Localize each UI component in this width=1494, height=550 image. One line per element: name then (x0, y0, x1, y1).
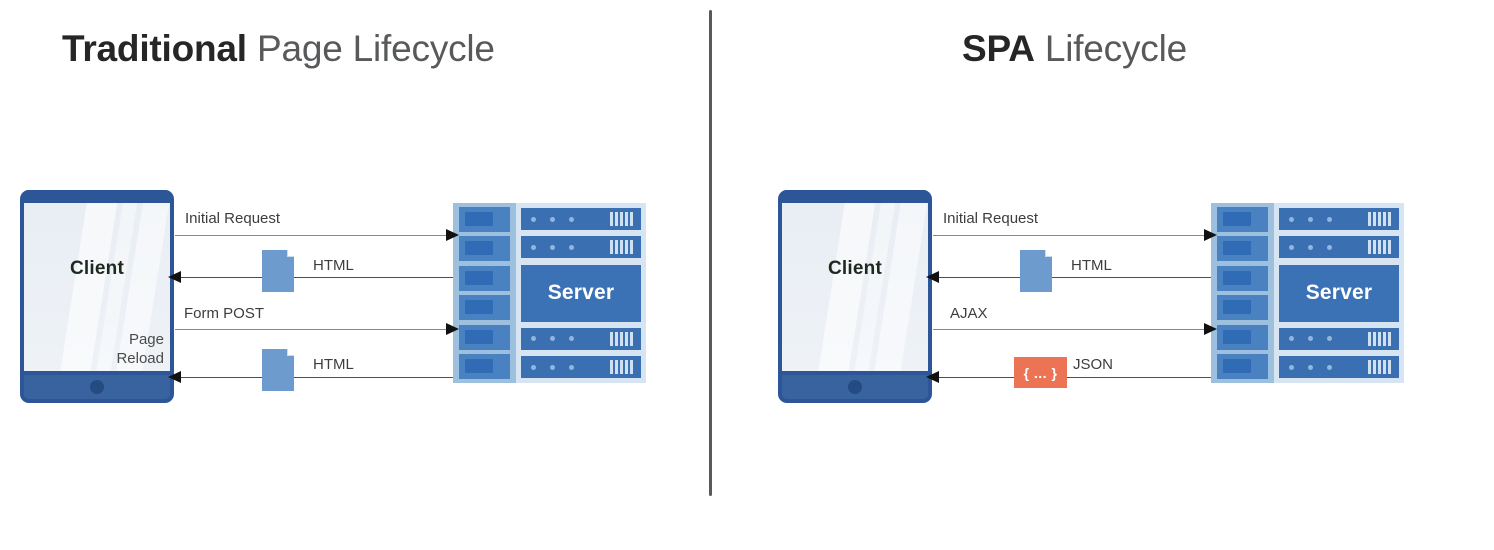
client-label: Client (70, 258, 124, 279)
rack-led-dots-icon (531, 216, 574, 222)
arrowhead-right-icon (1204, 323, 1217, 335)
client-screen (782, 203, 928, 371)
panel-divider (709, 10, 712, 496)
rack-led-dots-icon (531, 244, 574, 250)
client-device-spa: Client (778, 190, 932, 403)
page-title-spa-rest: Lifecycle (1034, 28, 1187, 69)
server-rack-unit (521, 356, 641, 378)
client-label: Client (828, 258, 882, 279)
rack-vents-icon (610, 212, 633, 226)
server-slot (459, 265, 510, 291)
rack-vents-icon (610, 331, 633, 346)
server-slot (459, 324, 510, 350)
server-slot (459, 207, 510, 232)
flow-line-initial-request (175, 235, 450, 236)
server-slot (1217, 265, 1268, 291)
page-title-traditional-strong: Traditional (62, 28, 247, 69)
device-bottom-bezel (782, 375, 928, 399)
server-slot (459, 236, 510, 262)
server-left-column (1211, 203, 1274, 383)
page-title-traditional-rest: Page Lifecycle (246, 28, 495, 69)
device-top-bezel (24, 190, 170, 203)
server-slot (1217, 236, 1268, 262)
flow-line-json (933, 377, 1211, 378)
flow-label-form-post: Form POST (184, 305, 265, 322)
document-fold-icon (1045, 250, 1052, 257)
home-button-icon (90, 380, 104, 394)
arrowhead-left-icon (926, 371, 939, 383)
flow-label-ajax: AJAX (950, 305, 988, 322)
arrowhead-left-icon (168, 371, 181, 383)
flow-label-json: JSON (1073, 356, 1114, 373)
rack-vents-icon (1368, 240, 1391, 255)
server-rack-unit (521, 208, 641, 230)
server-rack-traditional: Server (453, 203, 646, 383)
rack-vents-icon (1368, 212, 1391, 226)
server-right-column: Server (1274, 203, 1404, 383)
server-slot (1217, 207, 1268, 232)
server-label: Server (521, 264, 641, 322)
screen-glare-icon (868, 203, 928, 371)
flow-label-html-2: HTML (313, 356, 354, 373)
rack-vents-icon (610, 360, 633, 374)
document-fold-icon (287, 349, 294, 356)
rack-led-dots-icon (531, 364, 574, 370)
page-title-traditional: Traditional Page Lifecycle (62, 30, 495, 67)
flow-label-html: HTML (1071, 257, 1112, 274)
page-title-spa: SPA Lifecycle (962, 30, 1187, 67)
flow-line-ajax (933, 329, 1208, 330)
server-rack-unit (1279, 236, 1399, 259)
arrowhead-right-icon (446, 229, 459, 241)
server-label: Server (1279, 264, 1399, 322)
server-rack-spa: Server (1211, 203, 1404, 383)
server-slot (459, 295, 510, 321)
rack-led-dots-icon (1289, 364, 1332, 370)
document-icon (262, 349, 294, 391)
server-slot (1217, 353, 1268, 379)
flow-line-html-1 (175, 277, 453, 278)
document-icon (262, 250, 294, 292)
device-bottom-bezel (24, 375, 170, 399)
page-title-spa-strong: SPA (962, 28, 1035, 69)
flow-line-html-2 (175, 377, 453, 378)
server-right-column: Server (516, 203, 646, 383)
server-rack-unit (521, 327, 641, 350)
document-fold-icon (287, 250, 294, 257)
arrowhead-right-icon (1204, 229, 1217, 241)
rack-vents-icon (610, 240, 633, 255)
rack-vents-icon (1368, 331, 1391, 346)
flow-label-html-1: HTML (313, 257, 354, 274)
rack-led-dots-icon (1289, 244, 1332, 250)
screen-glare-icon (54, 203, 120, 371)
server-rack-unit (1279, 356, 1399, 378)
document-icon (1020, 250, 1052, 292)
arrowhead-right-icon (446, 323, 459, 335)
rack-led-dots-icon (1289, 336, 1332, 342)
screen-glare-icon (848, 203, 898, 371)
server-rack-unit (521, 236, 641, 259)
screen-glare-icon (812, 203, 878, 371)
home-button-icon (848, 380, 862, 394)
rack-led-dots-icon (531, 336, 574, 342)
rack-led-dots-icon (1289, 216, 1332, 222)
arrowhead-left-icon (168, 271, 181, 283)
flow-line-html (933, 277, 1211, 278)
rack-vents-icon (1368, 360, 1391, 374)
arrowhead-left-icon (926, 271, 939, 283)
server-slot (459, 353, 510, 379)
server-rack-unit (1279, 327, 1399, 350)
server-slot (1217, 295, 1268, 321)
flow-label-initial-request: Initial Request (185, 210, 281, 227)
client-screen (24, 203, 170, 371)
device-top-bezel (782, 190, 928, 203)
server-left-column (453, 203, 516, 383)
flow-line-initial-request (933, 235, 1208, 236)
flow-label-initial-request: Initial Request (943, 210, 1039, 227)
json-icon: { ... } (1014, 357, 1067, 388)
flow-line-form-post (175, 329, 450, 330)
server-rack-unit (1279, 208, 1399, 230)
server-slot (1217, 324, 1268, 350)
